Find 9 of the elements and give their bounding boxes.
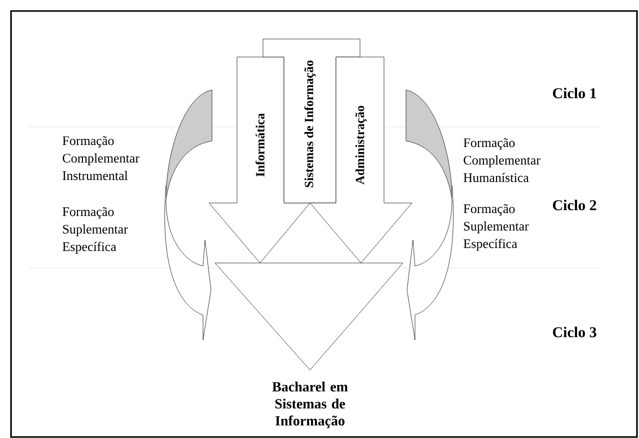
cycle-label: Ciclo 3	[552, 326, 596, 338]
cycle-label: Ciclo 1	[552, 88, 596, 98]
node-label: Bacharel em Sistemas de Informação	[272, 382, 348, 428]
degree-block: Bacharel em Sistemas de Informação	[214, 262, 404, 428]
cycle-label: Ciclo 2	[552, 200, 596, 210]
area-label: Formação Complementar Humanística	[464, 138, 540, 182]
area-label: Formação Complementar Instrumental	[62, 136, 140, 180]
area-label: Formação Suplementar Específica	[464, 204, 529, 251]
area-label: Formação Suplementar Específica	[62, 207, 128, 254]
